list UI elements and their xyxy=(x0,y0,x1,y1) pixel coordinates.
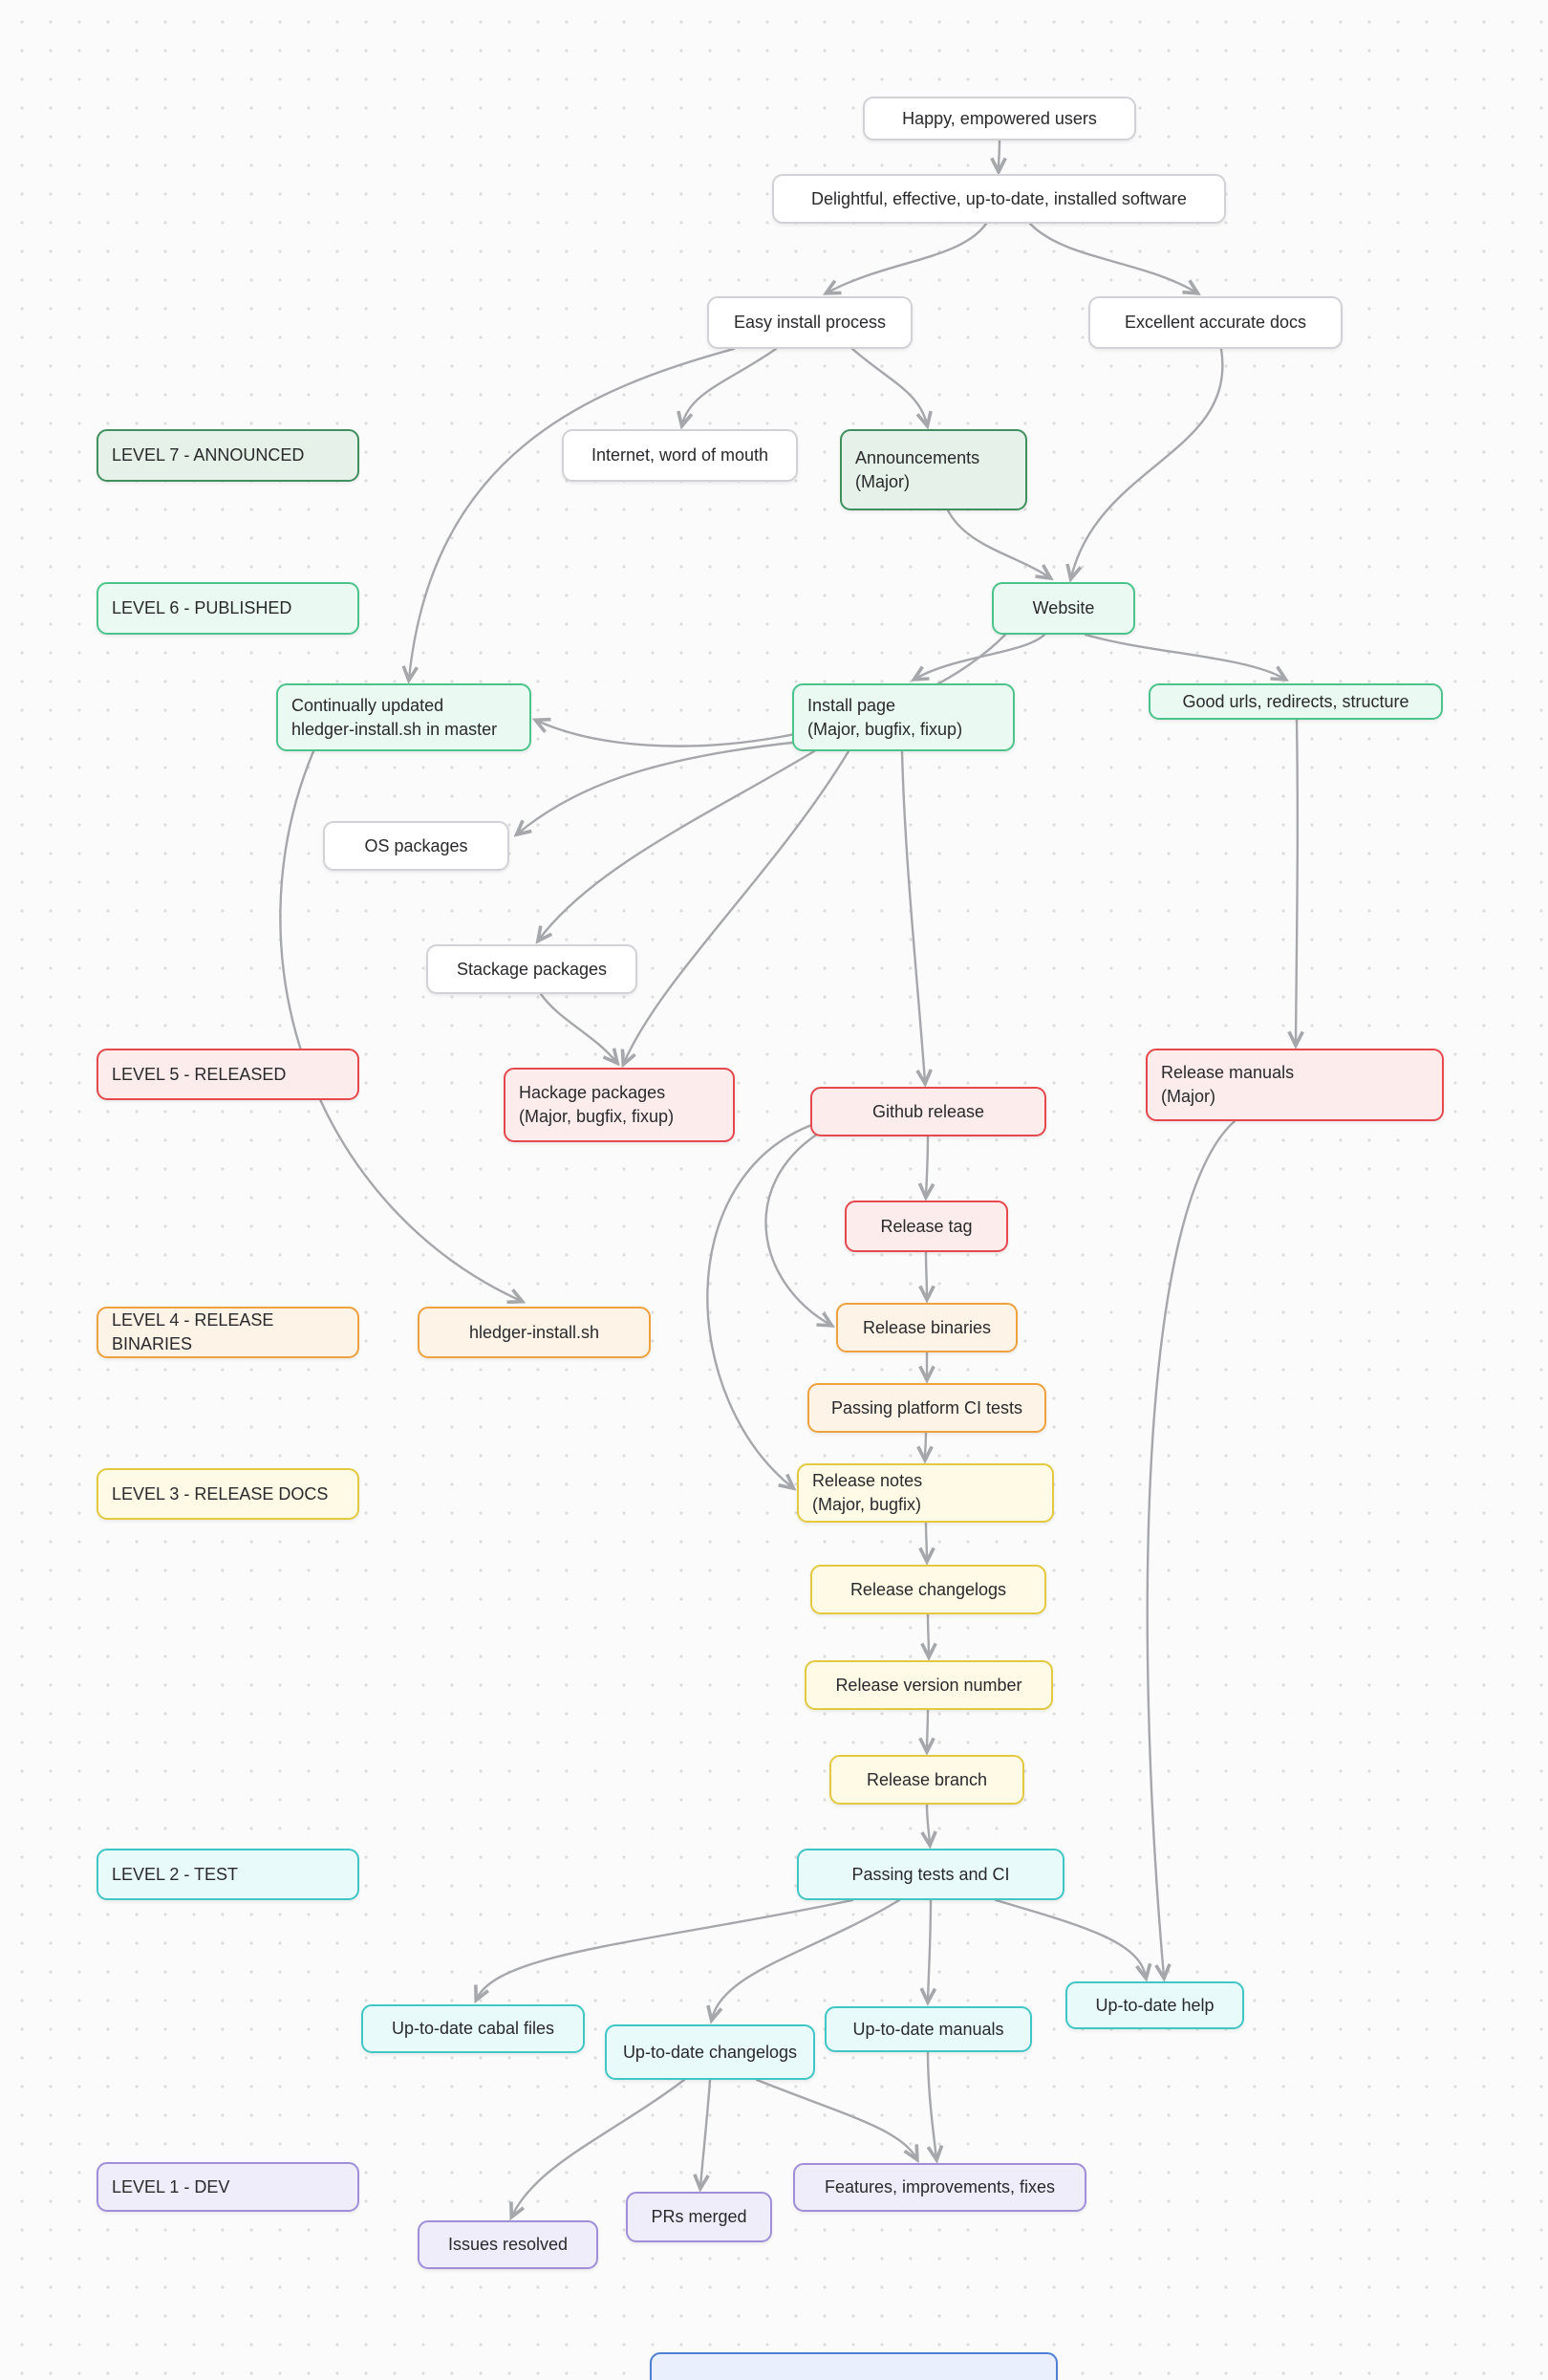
level-label-6-published[interactable]: LEVEL 6 - PUBLISHED xyxy=(97,582,359,635)
node-delightful-software[interactable]: Delightful, effective, up-to-date, insta… xyxy=(772,174,1226,224)
edge-release-changelogs-to-release-version-number xyxy=(928,1612,929,1655)
edge-delightful-software-to-easy-install xyxy=(828,222,988,292)
edge-release-tag-to-release-binaries xyxy=(926,1250,927,1298)
node-happy-users[interactable]: Happy, empowered users xyxy=(863,97,1136,141)
edge-release-manuals-to-up-help xyxy=(1146,1119,1236,1977)
level-label-3-release-docs[interactable]: LEVEL 3 - RELEASE DOCS xyxy=(97,1468,359,1520)
node-issues-resolved[interactable]: Issues resolved xyxy=(418,2220,598,2269)
node-continually-updated-hledger-install[interactable]: Continually updated hledger-install.sh i… xyxy=(276,683,531,751)
node-release-version-number[interactable]: Release version number xyxy=(805,1660,1053,1710)
level-label-7-announced[interactable]: LEVEL 7 - ANNOUNCED xyxy=(97,429,359,482)
node-stackage-packages[interactable]: Stackage packages xyxy=(426,944,637,994)
node-website[interactable]: Website xyxy=(992,582,1135,635)
edge-release-notes-to-release-changelogs xyxy=(926,1521,927,1560)
edge-github-release-to-release-tag xyxy=(926,1135,928,1196)
edge-install-page-to-github-release xyxy=(900,749,925,1082)
edge-up-manuals-to-features xyxy=(928,2050,936,2158)
edge-install-page-to-stackage-packages xyxy=(539,749,816,940)
node-up-to-date-changelogs[interactable]: Up-to-date changelogs xyxy=(605,2024,815,2080)
edge-up-changelogs-to-prs-merged xyxy=(700,2078,712,2187)
edge-good-urls-to-release-manuals xyxy=(1296,718,1298,1044)
node-github-release[interactable]: Github release xyxy=(810,1087,1046,1136)
edge-up-changelogs-to-features xyxy=(755,2078,916,2158)
edge-install-page-to-hackage-packages xyxy=(624,749,850,1063)
level-label-1-dev[interactable]: LEVEL 1 - DEV xyxy=(97,2162,359,2212)
edge-passing-tests-ci-to-up-changelogs xyxy=(712,1898,901,2019)
node-release-branch[interactable]: Release branch xyxy=(829,1755,1024,1805)
node-features-improvements-fixes[interactable]: Features, improvements, fixes xyxy=(793,2163,1086,2212)
node-install-page[interactable]: Install page (Major, bugfix, fixup) xyxy=(792,683,1015,751)
edge-excellent-docs-to-website xyxy=(1071,347,1224,577)
node-good-urls[interactable]: Good urls, redirects, structure xyxy=(1149,683,1443,720)
node-os-packages[interactable]: OS packages xyxy=(323,821,509,871)
node-release-manuals[interactable]: Release manuals (Major) xyxy=(1146,1049,1444,1121)
node-announcements[interactable]: Announcements (Major) xyxy=(840,429,1027,510)
node-up-to-date-manuals[interactable]: Up-to-date manuals xyxy=(825,2006,1032,2052)
node-release-changelogs[interactable]: Release changelogs xyxy=(810,1565,1046,1614)
node-hledger-install-sh[interactable]: hledger-install.sh xyxy=(418,1307,651,1358)
edge-release-branch-to-passing-tests-ci xyxy=(927,1803,930,1844)
node-hackage-packages[interactable]: Hackage packages (Major, bugfix, fixup) xyxy=(504,1068,735,1142)
edge-passing-tests-ci-to-up-manuals xyxy=(928,1898,931,2001)
node-internet-word-of-mouth[interactable]: Internet, word of mouth xyxy=(562,429,798,482)
node-up-to-date-cabal-files[interactable]: Up-to-date cabal files xyxy=(361,2004,585,2053)
edge-website-to-good-urls xyxy=(1084,633,1284,679)
node-prs-merged[interactable]: PRs merged xyxy=(626,2192,772,2242)
level-label-2-test[interactable]: LEVEL 2 - TEST xyxy=(97,1849,359,1900)
node-release-binaries[interactable]: Release binaries xyxy=(836,1303,1018,1352)
edge-delightful-software-to-excellent-docs xyxy=(1028,222,1196,292)
edge-install-page-to-os-packages xyxy=(518,740,803,833)
node-excellent-accurate-docs[interactable]: Excellent accurate docs xyxy=(1088,296,1343,349)
node-release-notes[interactable]: Release notes (Major, bugfix) xyxy=(797,1463,1054,1523)
edge-website-to-install-page xyxy=(915,633,1046,679)
edge-release-version-number-to-release-branch xyxy=(927,1708,928,1750)
edge-github-release-to-release-notes xyxy=(706,1122,816,1487)
node-passing-platform-ci-tests[interactable]: Passing platform CI tests xyxy=(807,1383,1046,1433)
edge-announcements-to-website xyxy=(946,508,1049,577)
level-label-5-released[interactable]: LEVEL 5 - RELEASED xyxy=(97,1049,359,1100)
node-passing-tests-and-ci[interactable]: Passing tests and CI xyxy=(797,1849,1064,1900)
edge-github-release-to-release-binaries xyxy=(764,1132,830,1325)
node-easy-install-process[interactable]: Easy install process xyxy=(707,296,913,349)
node-level0-partial[interactable] xyxy=(650,2352,1058,2380)
edge-passing-platform-ci-to-release-notes xyxy=(925,1431,926,1459)
node-release-tag[interactable]: Release tag xyxy=(845,1201,1008,1252)
edge-happy-users-to-delightful-software xyxy=(999,139,1000,170)
level-label-4-release-binaries[interactable]: LEVEL 4 - RELEASE BINARIES xyxy=(97,1307,359,1358)
edge-passing-tests-ci-to-up-help xyxy=(994,1898,1146,1977)
edge-stackage-packages-to-hackage-packages xyxy=(539,992,616,1062)
edge-passing-tests-ci-to-cabal-files xyxy=(477,1898,854,1999)
edge-easy-install-to-continually-updated xyxy=(409,347,736,679)
edge-easy-install-to-announcements xyxy=(850,347,927,424)
edge-easy-install-to-internet-wom xyxy=(682,347,778,424)
node-up-to-date-help[interactable]: Up-to-date help xyxy=(1065,1981,1244,2029)
